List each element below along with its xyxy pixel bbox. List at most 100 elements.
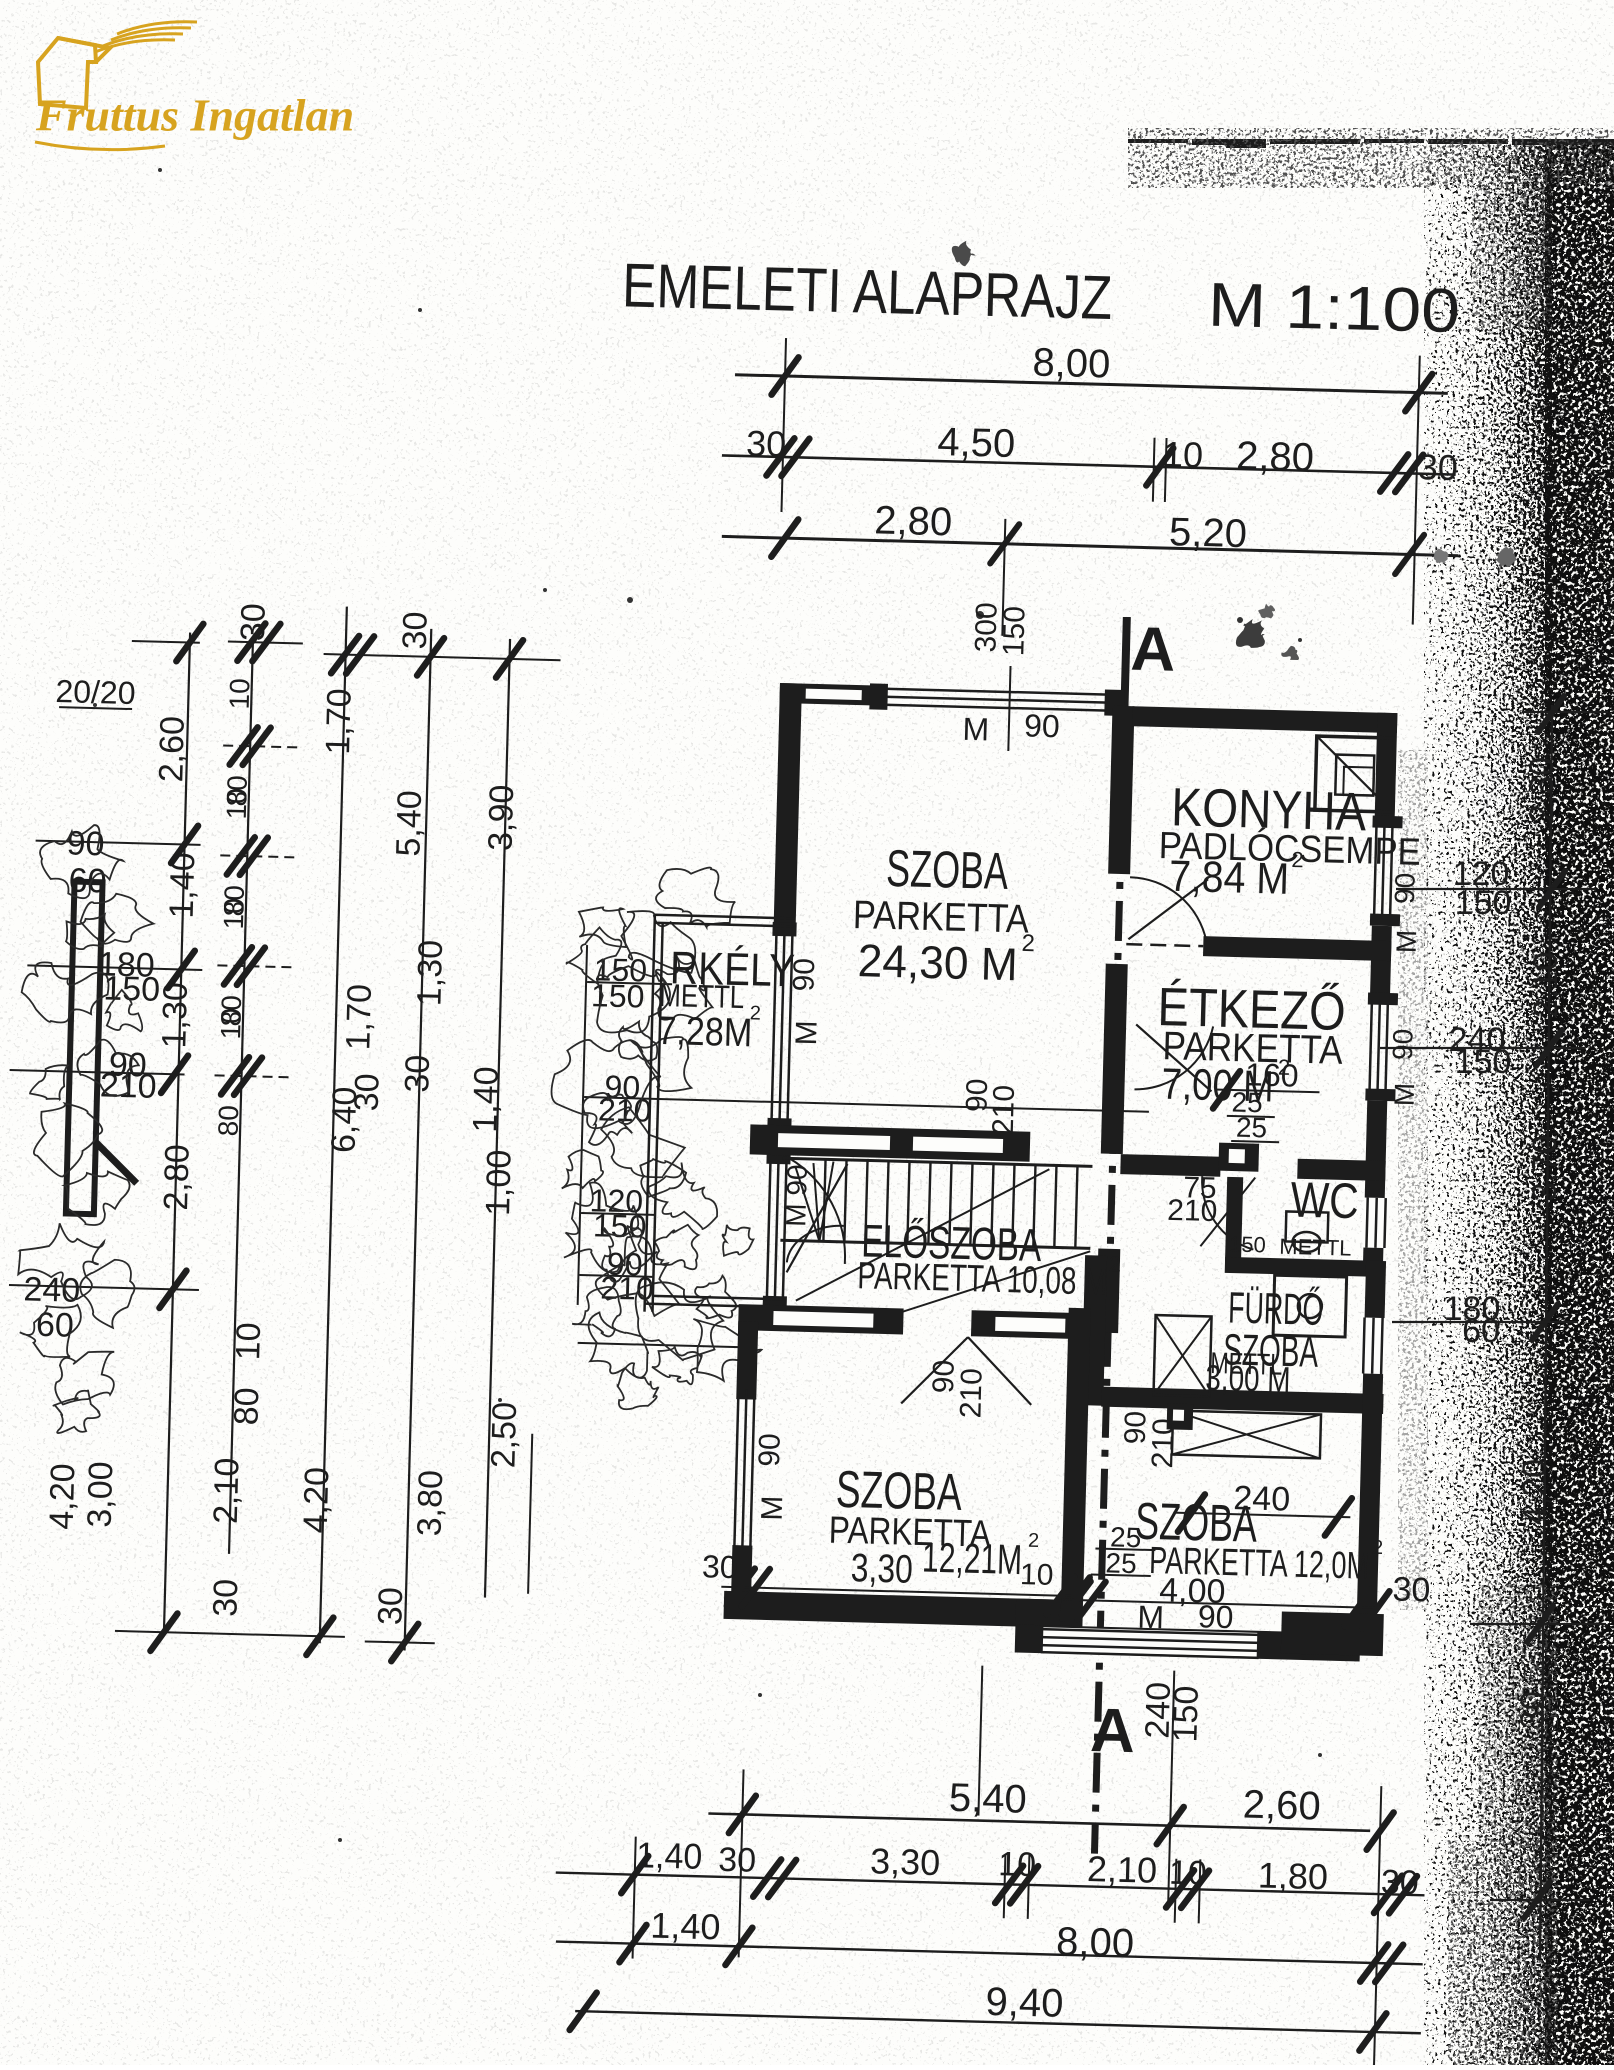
svg-text:30: 30	[1380, 1863, 1419, 1902]
svg-text:20/20: 20/20	[55, 673, 136, 711]
svg-text:2,60: 2,60	[152, 716, 192, 783]
svg-text:7,84 M: 7,84 M	[1168, 852, 1289, 904]
svg-text:30: 30	[398, 1054, 437, 1093]
svg-text:3,90: 3,90	[482, 784, 522, 851]
svg-text:FÜRDŐ: FÜRDŐ	[1228, 1283, 1324, 1334]
svg-text:210: 210	[1146, 1418, 1180, 1469]
svg-text:25: 25	[1110, 1521, 1142, 1553]
svg-text:3,00 M: 3,00 M	[1205, 1357, 1291, 1400]
svg-text:90: 90	[753, 1433, 787, 1467]
svg-text:80: 80	[215, 995, 247, 1027]
svg-text:M 90: M 90	[780, 1164, 813, 1227]
svg-text:PARKETTA: PARKETTA	[852, 893, 1029, 942]
svg-text:25: 25	[1105, 1547, 1137, 1579]
svg-text:8,00: 8,00	[1056, 1920, 1135, 1966]
svg-text:60: 60	[1462, 1312, 1500, 1350]
svg-text:10: 10	[224, 678, 256, 710]
svg-text:3,70: 3,70	[1526, 1135, 1564, 1201]
svg-text:10: 10	[229, 1322, 268, 1361]
svg-text:3,00: 3,00	[81, 1461, 121, 1528]
svg-text:PARKETTA 10,08 M: PARKETTA 10,08 M	[857, 1255, 1108, 1304]
svg-text:10: 10	[218, 898, 250, 930]
svg-text:1,30: 1,30	[155, 982, 195, 1049]
svg-text:RKÉLY: RKÉLY	[669, 941, 795, 996]
svg-text:210: 210	[954, 1368, 988, 1419]
svg-text:PADLÓCSEMPE: PADLÓCSEMPE	[1158, 824, 1421, 874]
svg-text:2: 2	[1278, 1055, 1291, 1080]
svg-text:90: 90	[787, 958, 821, 992]
svg-text:WC: WC	[1290, 1172, 1359, 1230]
svg-text:10: 10	[1163, 433, 1204, 475]
svg-text:210: 210	[1167, 1194, 1218, 1228]
svg-text:PARKETTA 12,0M: PARKETTA 12,0M	[1149, 1540, 1370, 1588]
svg-text:150: 150	[997, 606, 1031, 657]
svg-text:1,30: 1,30	[410, 939, 450, 1006]
svg-text:30: 30	[718, 1841, 757, 1880]
svg-text:A: A	[1130, 615, 1177, 685]
svg-text:1,40: 1,40	[636, 1834, 703, 1877]
svg-text:ÉTKEZŐ: ÉTKEZŐ	[1157, 977, 1347, 1042]
svg-text:METTL: METTL	[659, 977, 745, 1015]
svg-text:2,10: 2,10	[1527, 952, 1565, 1018]
svg-text:Fruttus Ingatlan: Fruttus Ingatlan	[35, 90, 354, 141]
svg-text:2,10: 2,10	[1086, 1848, 1157, 1891]
svg-text:SZOBA: SZOBA	[835, 1461, 963, 1522]
svg-text:1,40: 1,40	[650, 1905, 721, 1948]
svg-text:M 1:100: M 1:100	[1207, 271, 1461, 347]
svg-text:10: 10	[221, 788, 253, 820]
svg-text:3,30: 3,30	[870, 1840, 941, 1883]
svg-text:SZOBA: SZOBA	[1134, 1493, 1258, 1554]
svg-text:240: 240	[1139, 1681, 1178, 1739]
svg-text:300: 300	[969, 602, 1003, 653]
svg-text:30: 30	[371, 1587, 410, 1626]
svg-text:PARKETTA: PARKETTA	[828, 1510, 992, 1556]
svg-text:80: 80	[212, 1105, 244, 1137]
svg-text:180: 180	[1444, 1290, 1501, 1328]
svg-text:240: 240	[1449, 1021, 1506, 1059]
svg-text:10: 10	[998, 1845, 1037, 1884]
svg-text:30: 30	[1514, 1691, 1552, 1729]
svg-text:240: 240	[1233, 1479, 1291, 1518]
svg-text:4,50: 4,50	[937, 420, 1016, 466]
svg-text:2: 2	[1021, 930, 1035, 957]
svg-text:90: 90	[1119, 1410, 1153, 1444]
svg-text:A: A	[1089, 1696, 1136, 1766]
svg-text:M: M	[962, 711, 990, 748]
svg-text:2,30: 2,30	[1523, 757, 1561, 823]
svg-text:M: M	[790, 1020, 824, 1046]
svg-text:SZOBA: SZOBA	[1223, 1325, 1320, 1376]
svg-text:KONYHA: KONYHA	[1171, 777, 1368, 842]
svg-text:1,70: 1,70	[319, 688, 359, 755]
svg-text:EMELETI ALAPRAJZ: EMELETI ALAPRAJZ	[621, 251, 1113, 333]
svg-text:9,40: 9,40	[985, 1980, 1064, 2026]
svg-text:4,20: 4,20	[297, 1467, 337, 1534]
svg-text:90: 90	[927, 1359, 961, 1393]
svg-text:10: 10	[1169, 1854, 1208, 1893]
svg-text:30: 30	[1417, 446, 1458, 488]
svg-text:2,80: 2,80	[157, 1144, 197, 1211]
svg-text:2: 2	[1372, 1537, 1384, 1559]
svg-text:8,00: 8,00	[1032, 341, 1111, 387]
svg-text:150: 150	[1229, 1231, 1266, 1257]
svg-text:1,40: 1,40	[163, 852, 203, 919]
svg-text:M: M	[1391, 929, 1423, 953]
svg-text:M: M	[1137, 1599, 1165, 1636]
svg-text:2: 2	[1291, 847, 1304, 872]
svg-text:30: 30	[746, 423, 787, 465]
svg-text:80: 80	[221, 775, 253, 807]
svg-text:12,21M: 12,21M	[922, 1534, 1023, 1584]
svg-text:2: 2	[1108, 1251, 1121, 1276]
svg-text:6,40: 6,40	[325, 1086, 365, 1153]
svg-text:2,60: 2,60	[1242, 1783, 1321, 1829]
svg-text:2,10: 2,10	[207, 1457, 247, 1524]
svg-text:90: 90	[960, 1078, 994, 1112]
svg-text:25: 25	[1236, 1112, 1268, 1144]
svg-text:2,80: 2,80	[874, 498, 953, 544]
svg-text:10: 10	[1020, 1558, 1054, 1592]
svg-text:120: 120	[1453, 855, 1510, 893]
svg-text:METTL: METTL	[1279, 1234, 1352, 1261]
svg-text:80: 80	[218, 885, 250, 917]
svg-text:4,20: 4,20	[43, 1463, 83, 1530]
svg-text:5,20: 5,20	[1169, 510, 1248, 556]
svg-text:1,80: 1,80	[1257, 1854, 1328, 1897]
